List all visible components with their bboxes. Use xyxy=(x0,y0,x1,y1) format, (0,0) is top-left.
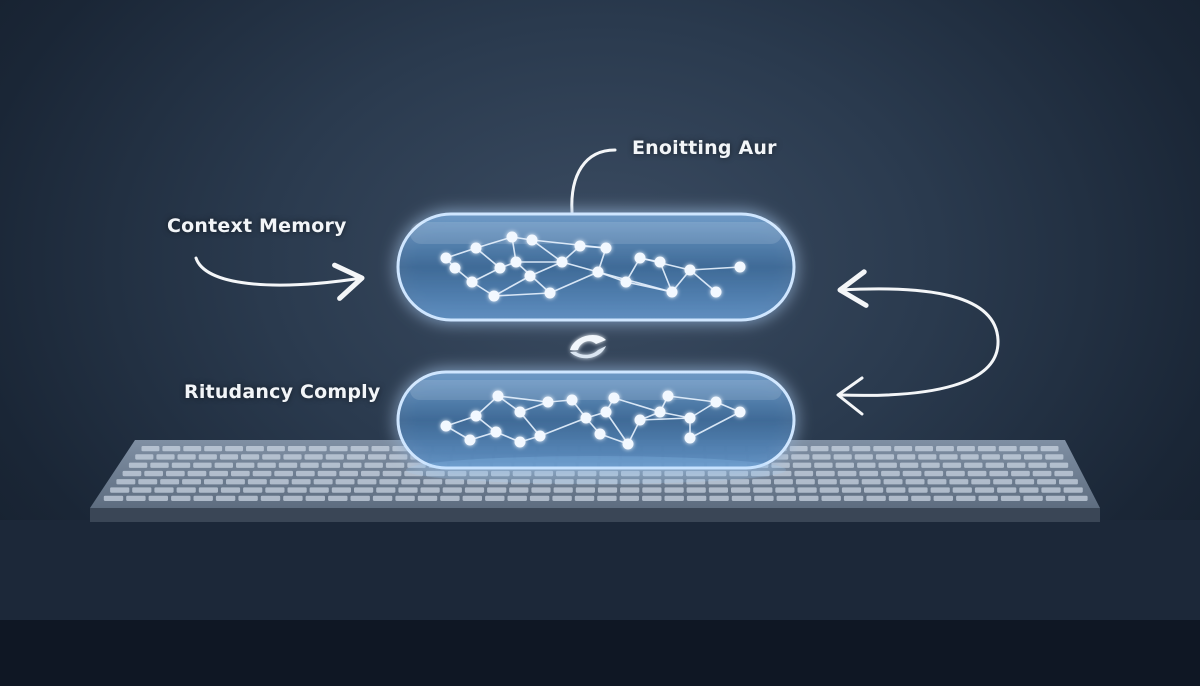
top-capsule xyxy=(396,212,796,322)
neural-network-icon xyxy=(440,390,746,450)
loop-arrow-right xyxy=(837,269,1000,397)
arrow-from-context-memory xyxy=(194,256,365,301)
label-context-memory: Context Memory xyxy=(167,215,347,237)
capsule-reflection xyxy=(406,456,786,484)
label-ritudancy-comply: Ritudancy Comply xyxy=(184,381,381,403)
floor-edge xyxy=(0,620,1200,686)
link-swirl-icon xyxy=(570,335,606,359)
loop-arrow-right-lower-head xyxy=(836,376,864,416)
arrow-into-top-label xyxy=(570,148,617,214)
neural-network-icon xyxy=(440,231,746,302)
bottom-capsule xyxy=(396,370,796,470)
label-enoitting-aur: Enoitting Aur xyxy=(632,137,777,159)
